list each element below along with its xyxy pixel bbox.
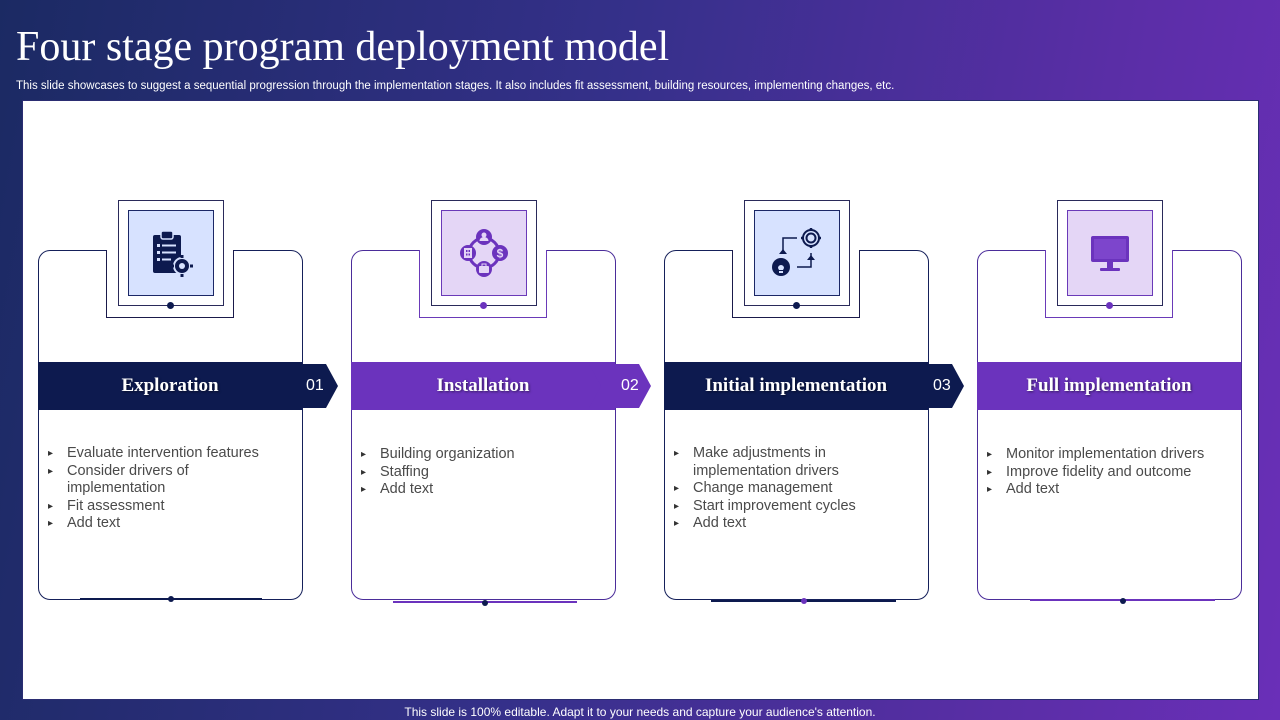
list-item: Start improvement cycles: [674, 498, 904, 516]
list-item: Staffing: [361, 464, 591, 482]
card-bottom-dot: [801, 598, 807, 604]
icon-frame: [744, 200, 850, 306]
icon-frame-dot: [793, 302, 800, 309]
card-bottom-dot: [482, 600, 488, 606]
stage-points-2: Building organization Staffing Add text: [361, 446, 591, 499]
stage-points-4: Monitor implementation drivers Improve f…: [987, 446, 1217, 499]
list-item: Evaluate intervention features: [48, 445, 278, 463]
stage-arrow-2: [589, 364, 651, 408]
list-item: Consider drivers of implementation: [48, 463, 278, 498]
card-bottom-dot: [1120, 598, 1126, 604]
monitor-icon: [1067, 210, 1153, 296]
stage-card-3: [664, 250, 929, 600]
stage-title-2: Installation: [351, 362, 615, 410]
list-item: Change management: [674, 480, 904, 498]
card-bottom-dot: [168, 596, 174, 602]
stage-number-01: 01: [306, 377, 324, 394]
icon-frame-dot: [1106, 302, 1113, 309]
stage-title-1: Exploration: [38, 362, 302, 410]
icon-frame-dot: [480, 302, 487, 309]
list-item: Add text: [987, 481, 1217, 499]
stage-title-3: Initial implementation: [664, 362, 928, 410]
clipboard-gear-icon: [128, 210, 214, 296]
svg-text:$: $: [497, 247, 504, 261]
process-cycle-icon: [754, 210, 840, 296]
icon-frame: [118, 200, 224, 306]
resources-cycle-icon: $: [441, 210, 527, 296]
page-subtitle: This slide showcases to suggest a sequen…: [16, 80, 895, 92]
stage-number-03: 03: [933, 377, 951, 394]
list-item: Fit assessment: [48, 498, 278, 516]
stage-arrow-3: [902, 364, 964, 408]
icon-frame: [1057, 200, 1163, 306]
list-item: Improve fidelity and outcome: [987, 464, 1217, 482]
page-title: Four stage program deployment model: [16, 24, 670, 70]
icon-frame: $: [431, 200, 537, 306]
list-item: Building organization: [361, 446, 591, 464]
footer-note: This slide is 100% editable. Adapt it to…: [404, 705, 876, 719]
list-item: Add text: [48, 515, 278, 533]
stage-points-1: Evaluate intervention features Consider …: [48, 445, 278, 533]
stage-title-4: Full implementation: [977, 362, 1241, 410]
stage-points-3: Make adjustments in implementation drive…: [674, 445, 904, 533]
list-item: Make adjustments in implementation drive…: [674, 445, 904, 480]
stage-arrow-1: [276, 364, 338, 408]
icon-frame-dot: [167, 302, 174, 309]
list-item: Monitor implementation drivers: [987, 446, 1217, 464]
stage-number-02: 02: [621, 377, 639, 394]
list-item: Add text: [674, 515, 904, 533]
list-item: Add text: [361, 481, 591, 499]
